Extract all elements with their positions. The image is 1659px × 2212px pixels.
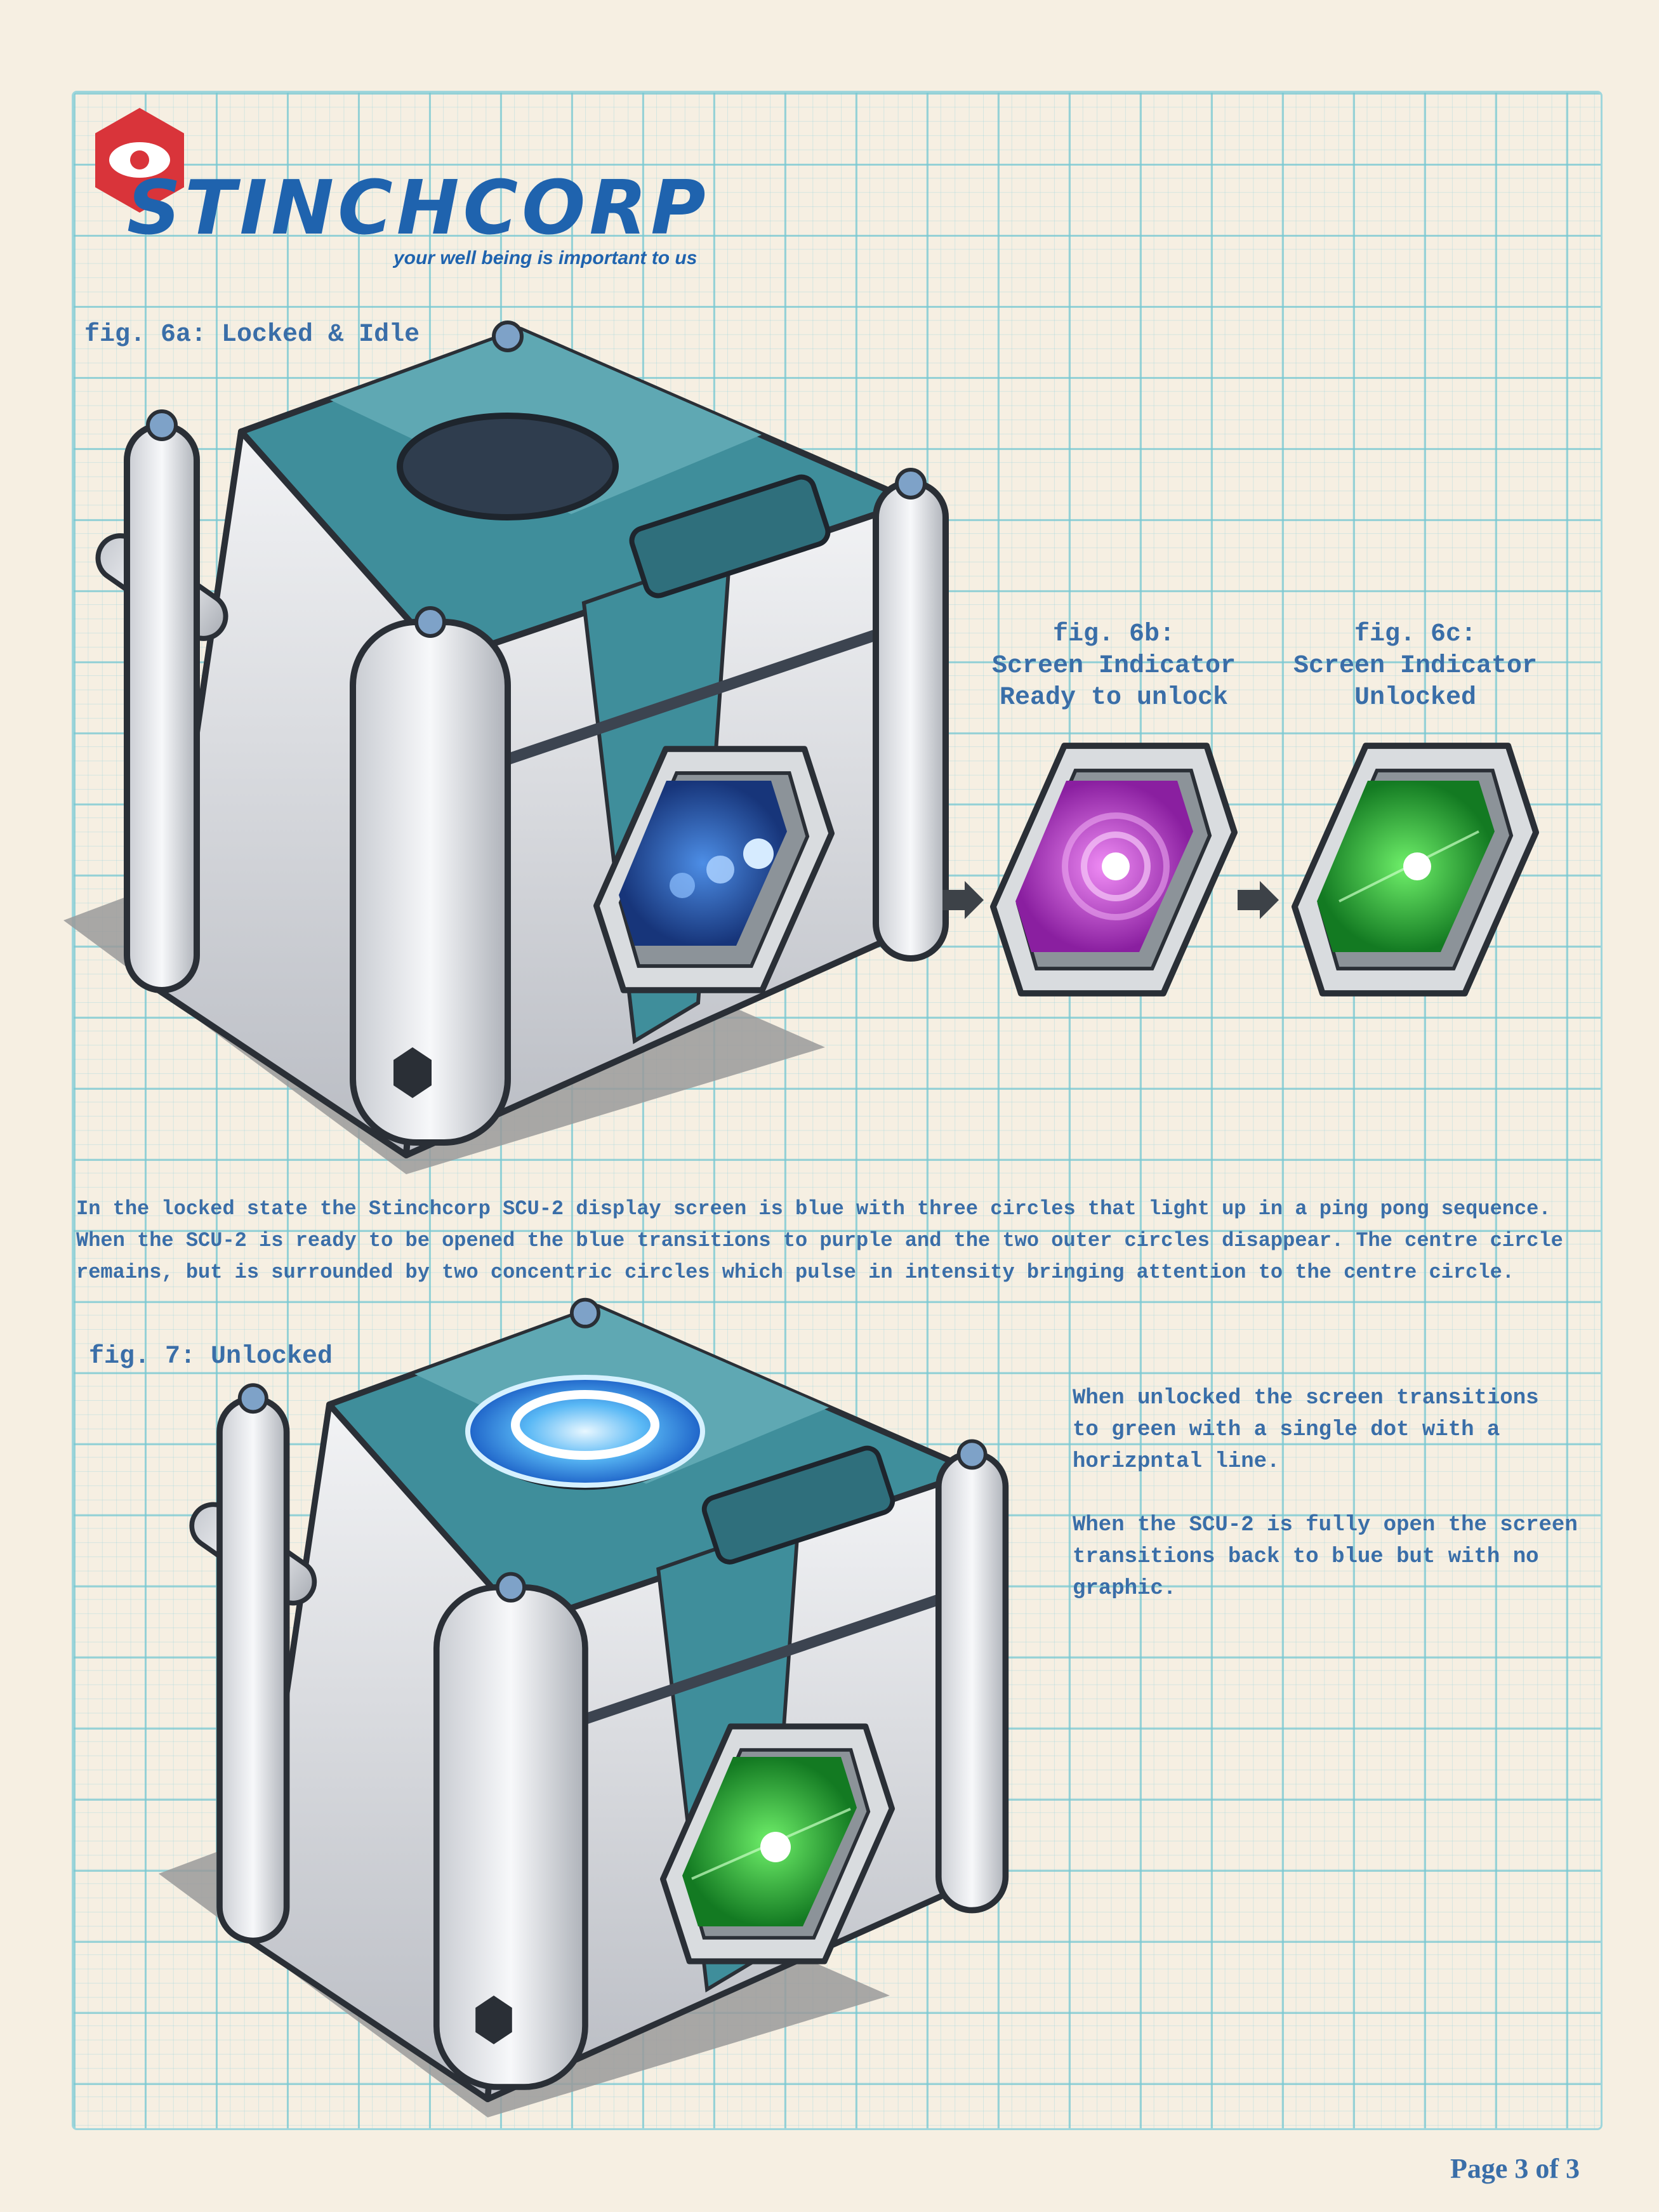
screen-indicator-unlocked — [1295, 746, 1536, 993]
fig-6b-title: fig. 6b: — [1052, 620, 1175, 649]
unlocked-notes: When unlocked the screen transitions to g… — [1073, 1382, 1578, 1605]
note-line: to green with a single dot with a — [1073, 1418, 1500, 1442]
brand-tagline: your well being is important to us — [393, 248, 697, 268]
description-line: In the locked state the Stinchcorp SCU-2… — [76, 1197, 1551, 1221]
cube-unlocked-illustration — [159, 1300, 1005, 2117]
arrow-right-icon — [1238, 881, 1279, 919]
paragraph-spacer — [1073, 1478, 1578, 1509]
fig-6c-line1: Screen Indicator — [1293, 652, 1538, 680]
note-line: graphic. — [1073, 1577, 1177, 1601]
page-number: Page 3 of 3 — [1450, 2153, 1580, 2184]
cube-locked-illustration — [63, 322, 946, 1174]
fig-6b-line1: Screen Indicator — [991, 652, 1236, 680]
note-line: When the SCU-2 is fully open the screen — [1073, 1513, 1578, 1537]
arrow-right-icon — [942, 881, 984, 919]
fig-6b-line2: Ready to unlock — [999, 684, 1229, 712]
note-line: horizpntal line. — [1073, 1450, 1280, 1474]
description-line: When the SCU-2 is ready to be opened the… — [76, 1229, 1563, 1252]
logo-icon — [95, 108, 184, 213]
note-line: transitions back to blue but with no — [1073, 1545, 1539, 1569]
screen-indicator-ready — [993, 746, 1234, 993]
fig-7-label: fig. 7: Unlocked — [89, 1342, 333, 1371]
fig-6c-title: fig. 6c: — [1354, 620, 1477, 649]
brand-logo-text: STINCHCORP — [127, 164, 710, 251]
fig-6a-label: fig. 6a: Locked & Idle — [84, 321, 420, 349]
fig-6c-line2: Unlocked — [1354, 684, 1477, 712]
description-line: remains, but is surrounded by two concen… — [76, 1261, 1514, 1284]
description-paragraph: In the locked state the Stinchcorp SCU-2… — [76, 1193, 1563, 1288]
note-line: When unlocked the screen transitions — [1073, 1386, 1539, 1410]
